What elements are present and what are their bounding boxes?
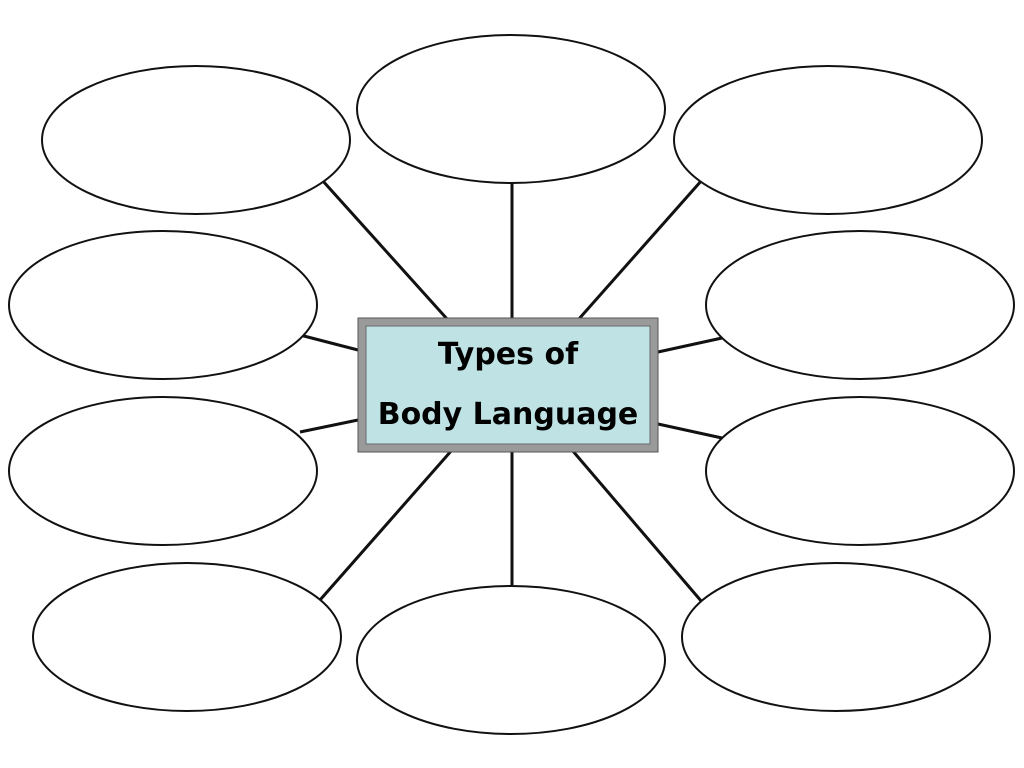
bubble-top-center[interactable] bbox=[356, 34, 666, 184]
bubble-bottom-left[interactable] bbox=[32, 562, 342, 712]
connector-top-right bbox=[576, 179, 704, 321]
bubble-mid-right-upper[interactable] bbox=[705, 230, 1015, 380]
connector-bottom-left bbox=[318, 449, 454, 601]
bubble-mid-left-upper[interactable] bbox=[8, 230, 318, 380]
connector-mid-left-lower bbox=[299, 418, 359, 434]
bubble-top-right[interactable] bbox=[673, 65, 983, 215]
central-node-title-line1: Types of bbox=[438, 337, 579, 372]
central-node: Types of Body Language bbox=[357, 317, 659, 453]
bubble-mid-right-lower[interactable] bbox=[705, 396, 1015, 546]
connector-bottom-right bbox=[570, 449, 704, 603]
bubbles bbox=[8, 34, 1015, 735]
central-node-title-line2: Body Language bbox=[378, 397, 639, 432]
connector-mid-left-upper bbox=[299, 333, 359, 352]
bubble-mid-left-lower[interactable] bbox=[8, 396, 318, 546]
connector-mid-right-upper bbox=[657, 336, 723, 354]
bubble-bottom-right[interactable] bbox=[681, 562, 991, 712]
bubble-top-left[interactable] bbox=[41, 65, 351, 215]
connector-lines bbox=[299, 178, 723, 603]
connector-top-left bbox=[320, 178, 450, 322]
connector-mid-right-lower bbox=[657, 422, 723, 440]
central-node-panel bbox=[365, 325, 651, 445]
bubble-bottom-center[interactable] bbox=[356, 585, 666, 735]
